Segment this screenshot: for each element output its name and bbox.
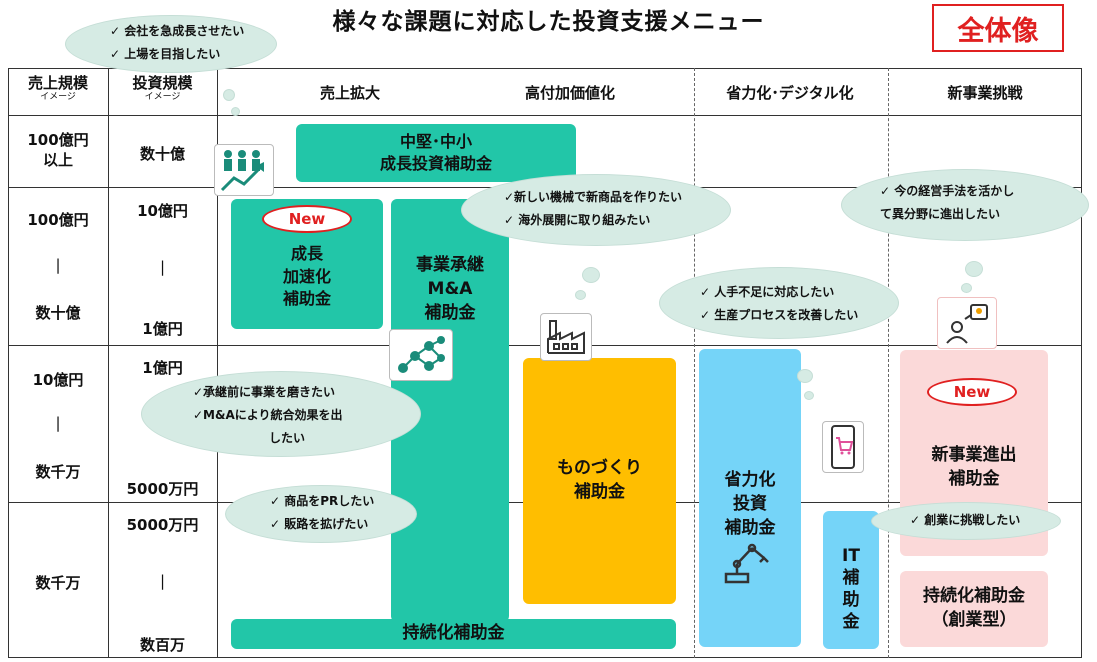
cloud-puff	[583, 268, 599, 282]
row4-invest-top: 5000万円	[126, 516, 199, 534]
cloud-text: ✓ 創業に挑戦したい	[910, 513, 1021, 527]
new-badge: New	[927, 378, 1017, 406]
cloud-puff	[962, 284, 971, 292]
chuken-growth-subsidy-box[interactable]: 中堅･中小成長投資補助金	[296, 124, 576, 182]
cloud-puff	[232, 108, 239, 115]
header-sales-expansion: 売上拡大	[319, 84, 380, 102]
cloud-text: ✓ 商品をPRしたい✓ 販路を拡げたい	[270, 494, 375, 531]
thought-cloud	[462, 175, 730, 245]
monozukuri-subsidy-box[interactable]: ものづくり補助金	[523, 358, 676, 604]
row3-invest-bot: 5000万円	[126, 480, 199, 498]
idea-person-icon	[937, 297, 997, 349]
cloud-puff	[224, 90, 234, 100]
header-sales-scale: 売上規模イメージ	[27, 74, 88, 102]
grid-line	[217, 68, 218, 658]
row3-sales-top: 10億円	[32, 371, 84, 389]
grid-frame	[8, 68, 1082, 658]
thought-cloud	[872, 503, 1060, 539]
sustainability-startup-subsidy-box[interactable]: 持続化補助金（創業型）	[900, 571, 1048, 647]
cloud-puff	[805, 392, 813, 399]
header-invest-scale: 投資規模イメージ	[132, 74, 193, 102]
cloud-text: ✓ 人手不足に対応したい✓ 生産プロセスを改善したい	[700, 285, 859, 322]
header-high-value: 高付加価値化	[524, 84, 615, 102]
robot-arm-icon	[720, 540, 776, 584]
row3-sales-bot: 数千万	[35, 463, 81, 481]
network-icon	[389, 329, 453, 381]
cloud-puff	[798, 370, 812, 382]
row2-sales-mid: |	[55, 256, 61, 274]
page-title: 様々な課題に対応した投資支援メニュー	[332, 9, 765, 35]
row2-invest-top: 10億円	[137, 202, 188, 220]
row3-sales-mid: |	[55, 414, 61, 432]
row1-invest: 数十億	[139, 145, 185, 163]
labor-saving-subsidy-box[interactable]: 省力化投資補助金	[699, 349, 801, 647]
row4-sales: 数千万	[35, 574, 81, 592]
thought-cloud	[66, 16, 276, 72]
grid-line	[888, 68, 889, 658]
smartphone-cart-icon	[822, 421, 864, 473]
overall-badge: 全体像	[932, 4, 1064, 52]
thought-cloud	[660, 268, 898, 338]
cloud-puff	[966, 262, 982, 276]
row1-sales: 100億円以上	[27, 131, 89, 169]
row2-invest-mid: |	[159, 258, 166, 276]
row2-sales-bot: 数十億	[35, 304, 81, 322]
grid-line	[694, 68, 695, 658]
row2-invest-bot: 1億円	[142, 320, 183, 338]
thought-cloud	[142, 372, 420, 456]
cloud-text: ✓新しい機械で新商品を作りたい✓ 海外展開に取り組みたい	[504, 190, 683, 227]
row4-invest-mid: |	[159, 572, 166, 590]
growth-acceleration-subsidy-box[interactable]: 成長加速化補助金	[231, 199, 383, 329]
cloud-text: ✓承継前に事業を磨きたい✓M&Aにより統合効果を出したい	[193, 385, 343, 445]
cloud-text: ✓ 会社を急成長させたい✓ 上場を目指したい	[110, 24, 245, 61]
grid-line	[108, 68, 109, 658]
growth-chart-icon	[214, 144, 274, 196]
row4-invest-bot: 数百万	[139, 636, 185, 654]
row2-sales-top: 100億円	[27, 211, 89, 229]
thought-cloud	[226, 486, 416, 542]
cloud-text: ✓ 今の経営手法を活かして異分野に進出したい	[880, 184, 1015, 221]
cloud-puff	[576, 291, 585, 299]
factory-icon	[540, 313, 592, 361]
grid-line	[8, 115, 1082, 116]
thought-cloud	[842, 170, 1088, 240]
header-new-business: 新事業挑戦	[947, 84, 1023, 102]
header-digitalization: 省力化･デジタル化	[726, 84, 854, 102]
sustainability-subsidy-box[interactable]: 持続化補助金	[231, 619, 676, 649]
new-badge: New	[262, 205, 352, 233]
row3-invest-top: 1億円	[142, 359, 183, 377]
